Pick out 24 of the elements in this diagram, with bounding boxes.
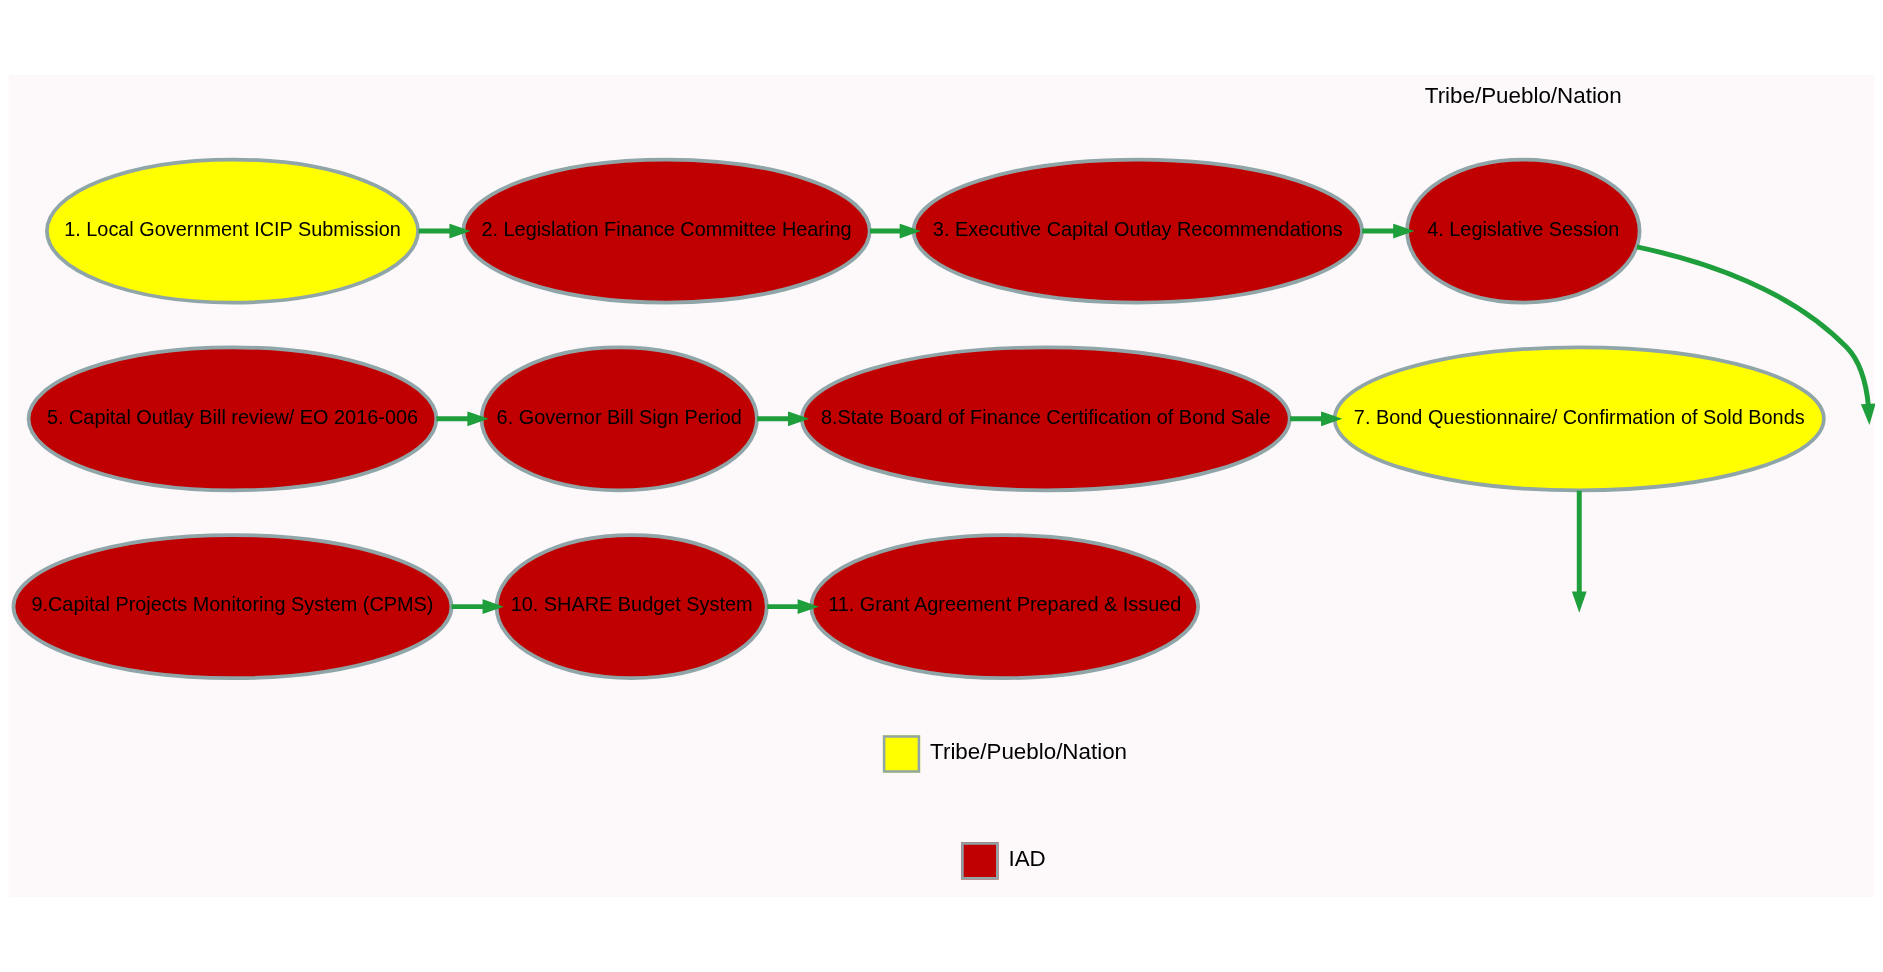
arrow: [757, 411, 810, 427]
arrow: [1571, 490, 1587, 613]
node-ellipse: 4. Legislative Session: [1405, 157, 1642, 305]
node-ellipse: 7. Bond Questionnaire/ Confirmation of Sold Bonds: [1332, 345, 1826, 493]
arrow: [767, 599, 819, 615]
arrow: [869, 223, 921, 239]
legend-label: Tribe/Pueblo/Nation: [930, 739, 1128, 765]
node-ellipse: 1. Local Government ICIP Submission: [45, 157, 420, 305]
node-ellipse: 2. Legislation Finance Committee Hearing: [461, 157, 872, 305]
arrow: [1362, 223, 1415, 239]
arrow: [1636, 244, 1875, 425]
arrow: [436, 411, 489, 427]
node-ellipse: 5. Capital Outlay Bill review/ EO 2016-006: [26, 345, 439, 493]
arrow: [418, 223, 471, 239]
arrow: [451, 599, 504, 615]
node-ellipse: 9.Capital Projects Monitoring System (CPMS): [11, 533, 454, 680]
node-ellipse: 6. Governor Bill Sign Period: [479, 345, 759, 493]
label: Tribe/Pueblo/Nation: [1424, 82, 1622, 108]
node-ellipse: 10. SHARE Budget System: [494, 533, 769, 680]
node-ellipse: 11. Grant Agreement Prepared & Issued: [809, 533, 1201, 680]
node-ellipse: 3. Executive Capital Outlay Recommendations: [911, 157, 1364, 305]
arrow: [1290, 411, 1343, 427]
node-ellipse: 8.State Board of Finance Certification of Bond Sale: [800, 345, 1292, 493]
legend-label: IAD: [1008, 846, 1046, 872]
